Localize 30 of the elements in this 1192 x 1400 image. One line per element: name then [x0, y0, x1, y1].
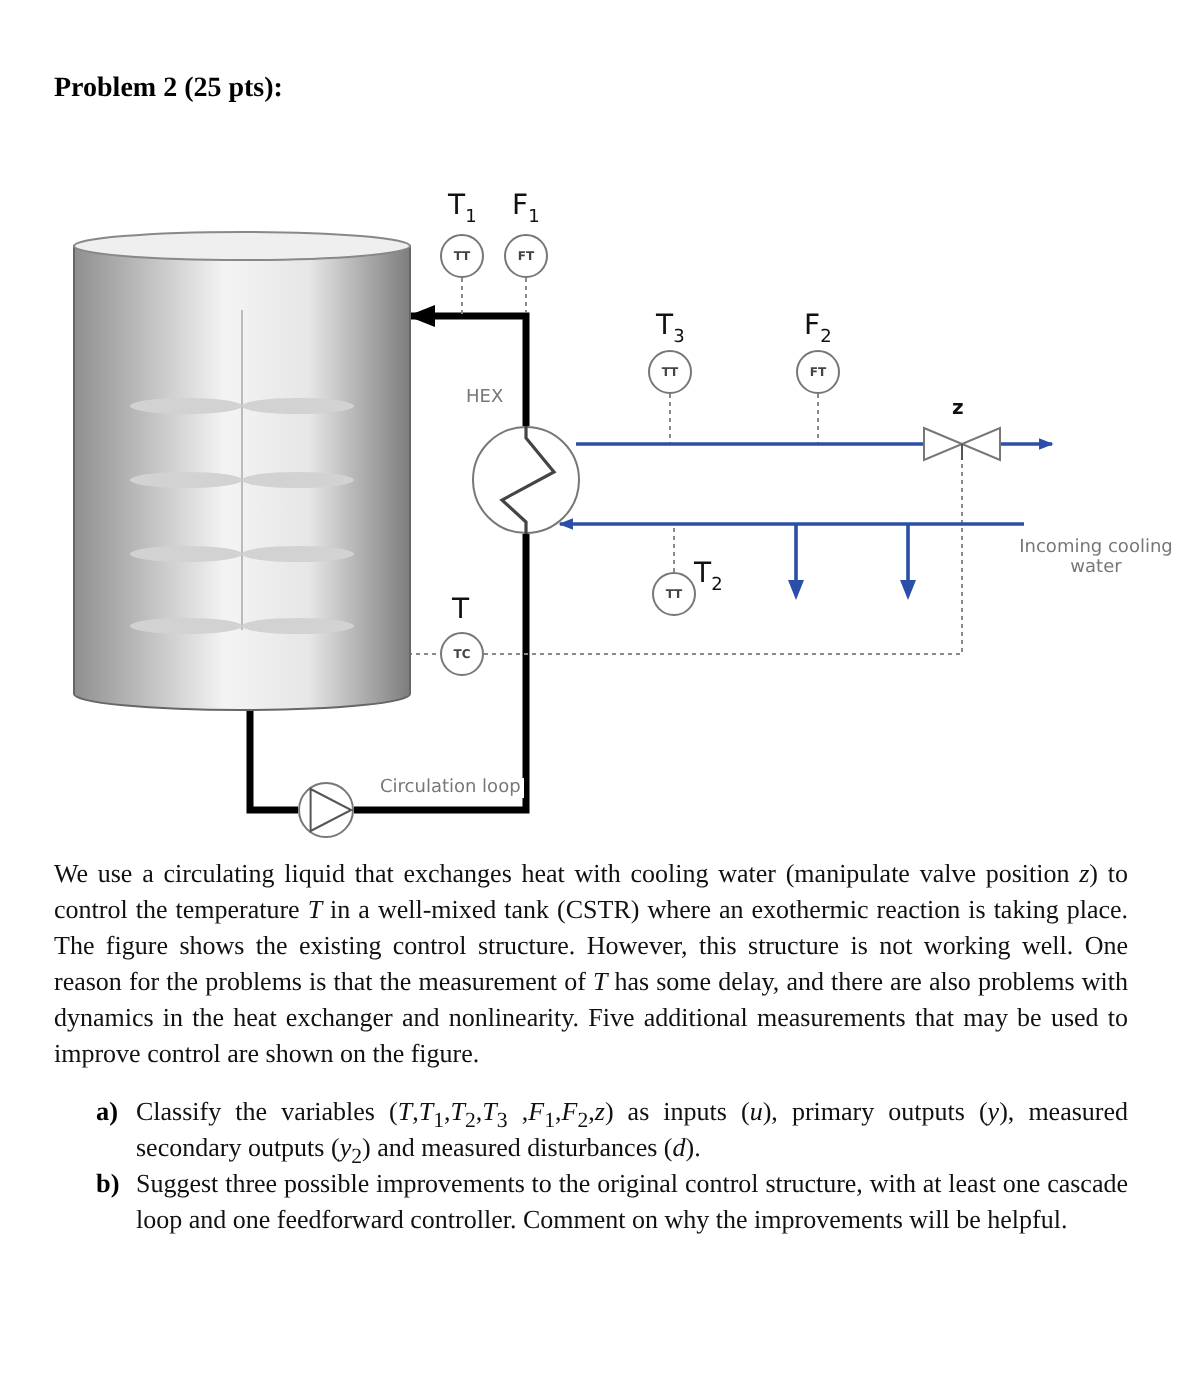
flow-note: Incoming cooling water [1012, 524, 1180, 580]
pipe [354, 534, 530, 814]
pump-symbol [298, 782, 354, 838]
valve-symbol [924, 428, 1000, 460]
valve-label: z [952, 400, 964, 420]
instrument-tag: T$_{2}$ [694, 560, 723, 596]
cooling-water-line [576, 442, 924, 446]
signal-line [483, 459, 963, 655]
edge-label: Circulation loop [376, 778, 525, 798]
pipe [407, 304, 530, 426]
signal-line [525, 277, 527, 313]
signal-line [461, 277, 463, 317]
item-marker: a) [96, 1094, 118, 1130]
cooling-water-line [1000, 438, 1054, 450]
instrument-tag: T$_{1}$ [448, 192, 477, 228]
heat-exchanger-symbol [472, 426, 580, 534]
question-text: Suggest three possible improvements to the original control structure, with at least one cascade loop and one feedforward controller. Comment on why the improvements will be helpful. [136, 1166, 1128, 1238]
tank-vessel [74, 230, 410, 710]
instrument-tag: T [452, 596, 470, 624]
item-marker: b) [96, 1166, 120, 1202]
question-text: Classify the variables (T,T$_{1}$,T$_{2}$,T$_{3}$ ,F$_{1}$,F$_{2}$,z) as inputs (u), primary outputs (y), measured secondary outputs (y$_{2}$) and measured disturbances (d). [136, 1094, 1128, 1166]
instrument-tag: T$_{3}$ [656, 312, 685, 348]
equipment-label: HEX [466, 390, 504, 408]
pipe [246, 710, 298, 814]
question-text: We use a circulating liquid that exchanges heat with cooling water (manipulate valve position z) to control the temperature T in a well-mixed tank (CSTR) where an exothermic reaction is taking place. The figure shows the existing control structure. However, this structure is not working well. One reason for the problems is that the measurement of T has some delay, and there are also problems with dynamics in the heat exchanger and nonlinearity. Five additional measurements that may be used to improve control are shown on the figure. [54, 856, 1128, 1072]
problem-heading: Problem 2 (25 pts): [54, 74, 283, 106]
signal-line [673, 523, 675, 573]
instrument-tag: F$_{2}$ [804, 312, 832, 348]
instrument-tag: F$_{1}$ [512, 192, 540, 228]
cooling-water-line [558, 518, 1024, 530]
